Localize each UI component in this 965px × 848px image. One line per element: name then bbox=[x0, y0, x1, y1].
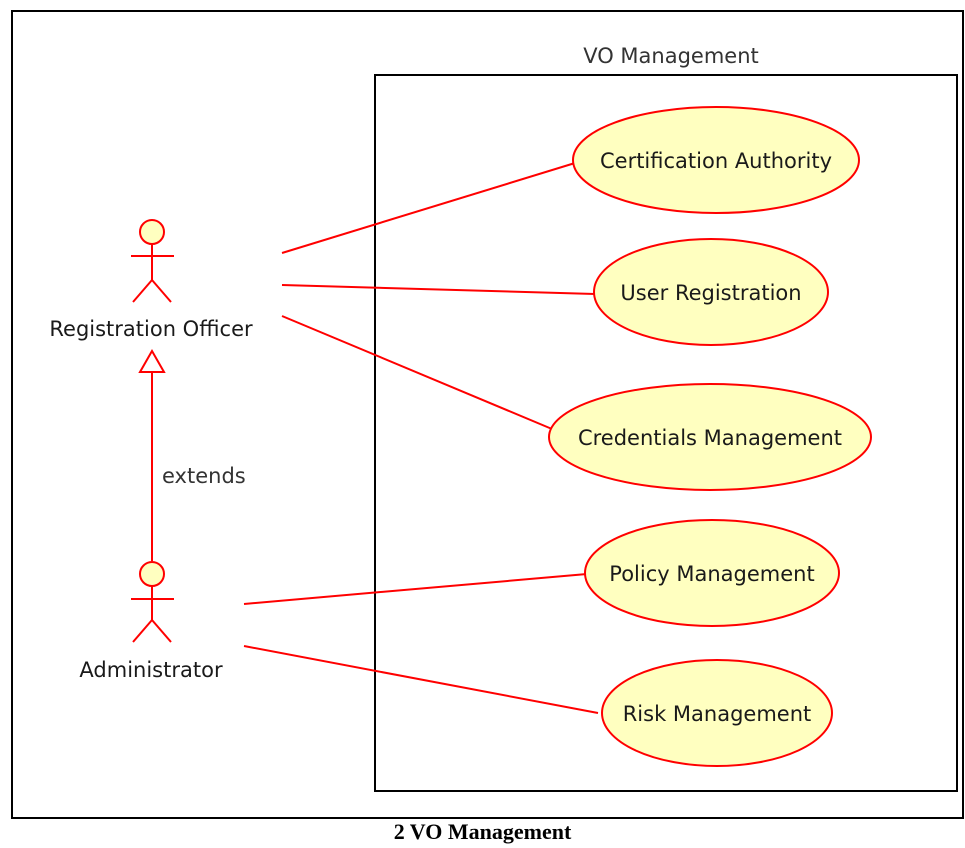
administrator-label: Administrator bbox=[79, 658, 223, 682]
extends-label: extends bbox=[162, 464, 246, 488]
association-admin-policy-management bbox=[243, 573, 588, 605]
credentials-management-label: Credentials Management bbox=[578, 426, 842, 450]
use-case-credentials-management: Credentials Management bbox=[548, 383, 872, 491]
association-ro-certification-authority bbox=[281, 162, 576, 254]
user-registration-label: User Registration bbox=[620, 281, 801, 305]
use-case-policy-management: Policy Management bbox=[584, 519, 840, 627]
figure-caption: 2 VO Management bbox=[393, 819, 572, 844]
association-ro-user-registration bbox=[281, 284, 596, 295]
use-case-user-registration: User Registration bbox=[593, 238, 829, 346]
registration-officer-label: Registration Officer bbox=[49, 317, 253, 341]
association-admin-risk-management bbox=[243, 645, 599, 714]
use-case-risk-management: Risk Management bbox=[601, 659, 833, 767]
association-ro-credentials-management bbox=[281, 315, 553, 430]
certification-authority-label: Certification Authority bbox=[600, 149, 832, 173]
policy-management-label: Policy Management bbox=[609, 562, 814, 586]
extends-arrowhead bbox=[138, 348, 166, 373]
administrator-actor-icon bbox=[131, 561, 174, 643]
risk-management-label: Risk Management bbox=[623, 702, 812, 726]
system-title: VO Management bbox=[583, 44, 759, 68]
system-boundary bbox=[374, 74, 958, 792]
use-case-certification-authority: Certification Authority bbox=[572, 106, 860, 214]
registration-officer-actor-icon bbox=[131, 219, 174, 303]
